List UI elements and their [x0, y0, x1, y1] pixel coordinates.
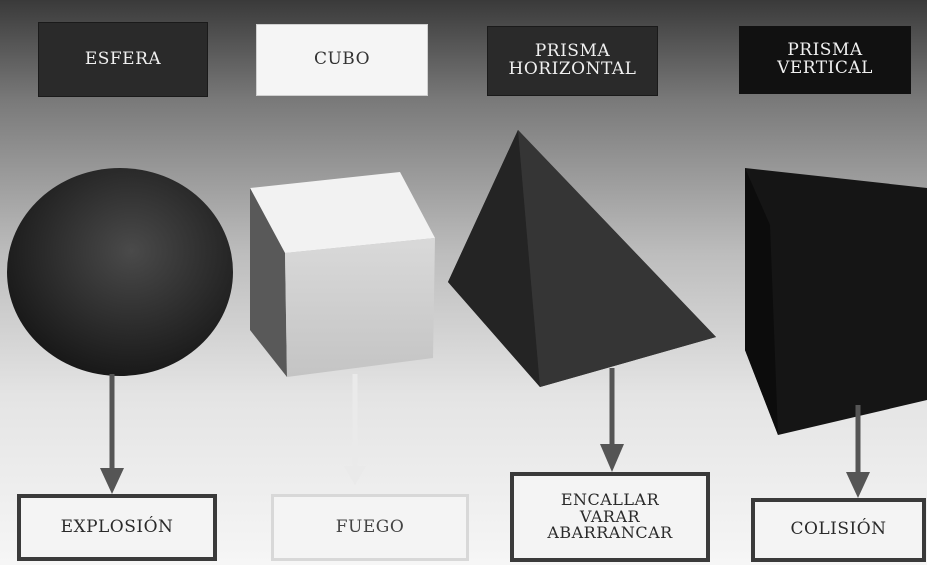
- result-explosion: EXPLOSIÓN: [17, 494, 217, 561]
- horizontal-prism-shape: [448, 130, 716, 387]
- result-colision: COLISIÓN: [751, 498, 926, 562]
- label-esfera: ESFERA: [38, 22, 208, 97]
- arrow-prisma-horizontal: [600, 368, 624, 472]
- vertical-prism-shape: [745, 168, 927, 435]
- label-cubo: CUBO: [256, 24, 428, 96]
- sphere-shape: [7, 168, 233, 376]
- label-prisma-horizontal: PRISMA HORIZONTAL: [487, 26, 658, 96]
- arrow-esfera: [100, 374, 124, 494]
- cube-shape: [250, 172, 435, 377]
- label-prisma-vertical: PRISMA VERTICAL: [739, 26, 911, 94]
- result-fuego: FUEGO: [271, 494, 469, 561]
- result-encallar-varar-abarrancar: ENCALLAR VARAR ABARRANCAR: [510, 472, 710, 562]
- arrow-cubo: [344, 374, 366, 485]
- arrow-prisma-vertical: [846, 405, 870, 498]
